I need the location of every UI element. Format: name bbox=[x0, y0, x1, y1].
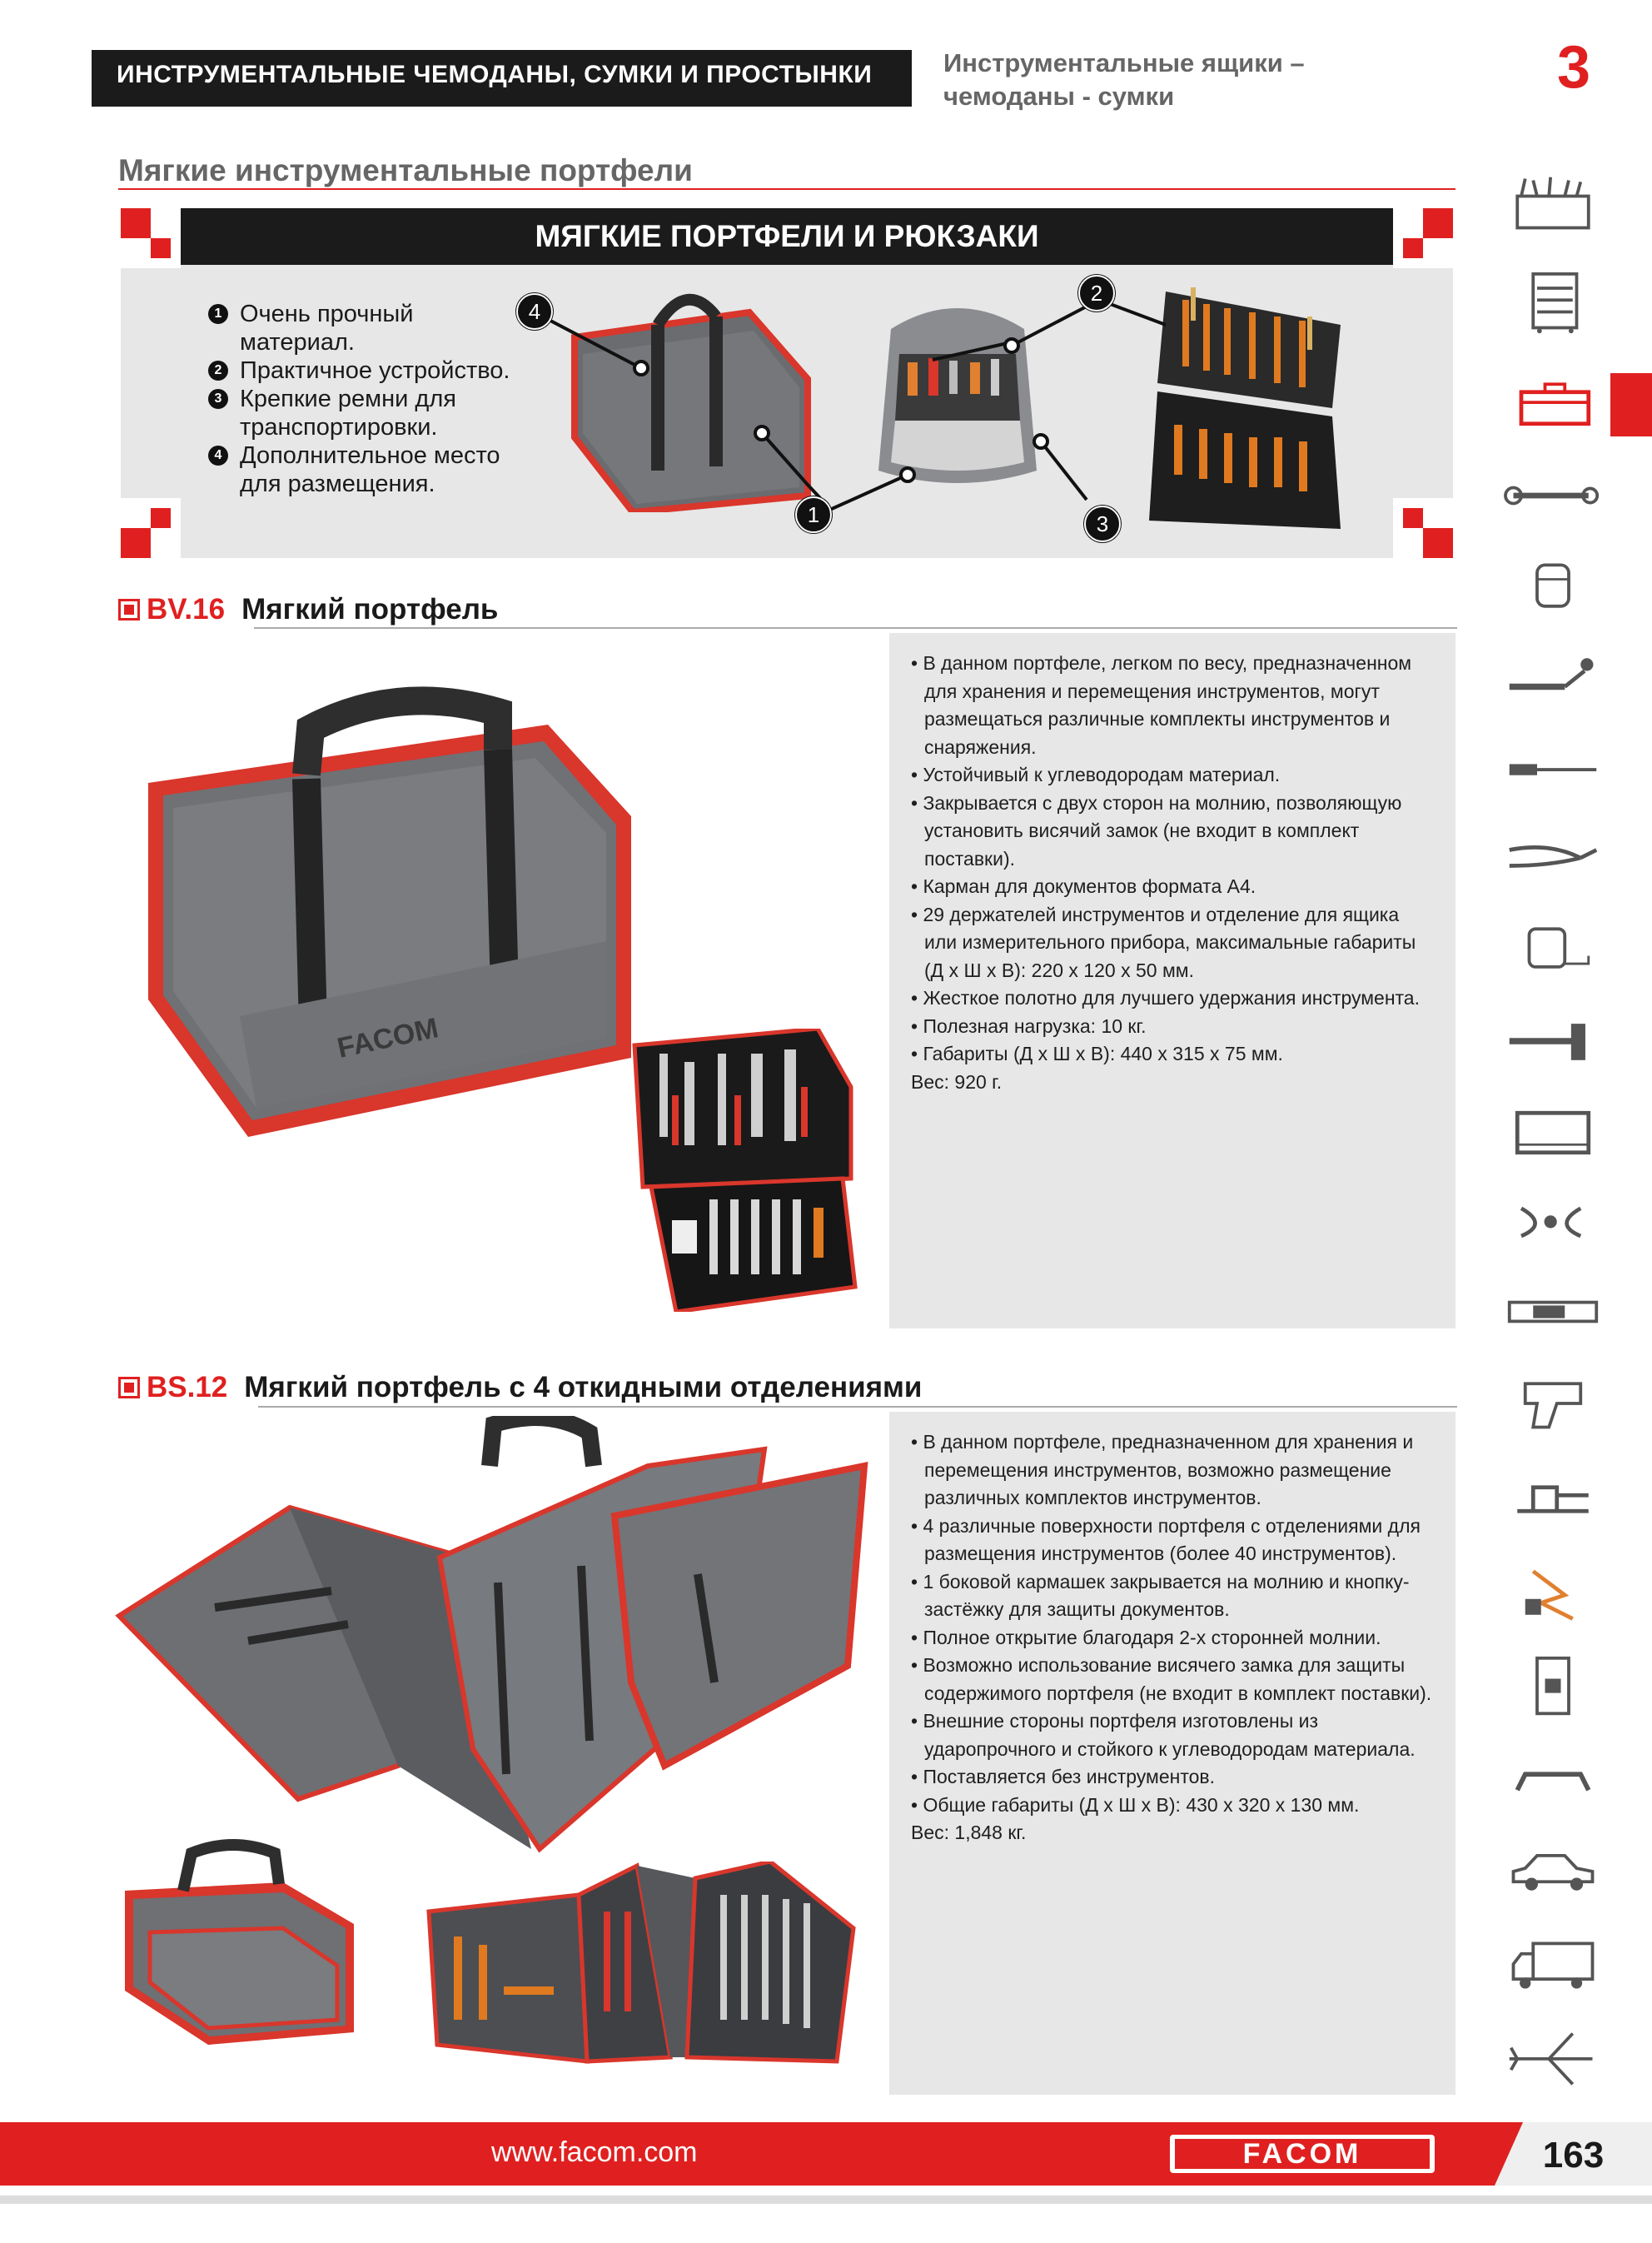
product-marker-icon bbox=[118, 599, 140, 621]
page-number: 163 bbox=[1495, 2122, 1652, 2186]
insulated-tools-icon[interactable] bbox=[1490, 1562, 1615, 1628]
tool-cabinet-icon[interactable] bbox=[1490, 271, 1615, 337]
hammer-icon[interactable] bbox=[1490, 1008, 1615, 1074]
active-category-tab bbox=[1610, 373, 1652, 436]
callout-1: 1 bbox=[795, 496, 832, 533]
socket-icon[interactable] bbox=[1490, 554, 1615, 621]
feature-item: 2 Практичное устройство. bbox=[208, 356, 541, 385]
section-rule bbox=[118, 188, 1455, 190]
panel-corner-mark bbox=[151, 508, 171, 528]
panel-corner-mark bbox=[121, 528, 151, 558]
footer-logo: FACOM bbox=[1170, 2135, 1435, 2173]
product-rule bbox=[258, 1406, 1457, 1408]
torque-tester-icon[interactable] bbox=[1490, 1279, 1615, 1345]
toolbox-icon[interactable] bbox=[1490, 171, 1615, 237]
feature-panel-title: МЯГКИЕ ПОРТФЕЛИ И РЮКЗАКИ bbox=[121, 208, 1453, 265]
bv16-bag-image: FACOM bbox=[115, 666, 639, 1141]
panel-corner-mark bbox=[1403, 508, 1423, 528]
tool-case-icon[interactable] bbox=[1490, 371, 1615, 437]
callout-3: 3 bbox=[1084, 506, 1121, 542]
section-title: Мягкие инструментальные портфели bbox=[118, 153, 693, 187]
product-marker-icon bbox=[118, 1377, 140, 1398]
product-title: Мягкий портфель с 4 откидными отделениям… bbox=[244, 1371, 923, 1403]
header-subtitle: Инструментальные ящики – чемоданы - сумк… bbox=[943, 48, 1305, 111]
callout-2: 2 bbox=[1078, 275, 1115, 312]
pliers-icon[interactable] bbox=[1490, 825, 1615, 891]
impact-gun-icon[interactable] bbox=[1490, 1370, 1615, 1437]
product-code: BS.12 bbox=[147, 1371, 228, 1403]
tape-measure-icon[interactable] bbox=[1490, 916, 1615, 983]
panel-corner-mark bbox=[1423, 528, 1453, 558]
header-bar: ИНСТРУМЕНТАЛЬНЫЕ ЧЕМОДАНЫ, СУМКИ И ПРОСТ… bbox=[92, 50, 912, 107]
panel-corner-mark bbox=[1403, 238, 1423, 258]
wrench-icon[interactable] bbox=[1490, 462, 1615, 529]
bv16-description: В данном портфеле, легком по весу, предн… bbox=[889, 633, 1455, 1328]
product-code: BV.16 bbox=[147, 593, 226, 626]
product-title: Мягкий портфель bbox=[241, 593, 499, 626]
feature-backpack-image bbox=[858, 296, 1057, 496]
product-rule bbox=[254, 627, 1457, 629]
panel-corner-mark bbox=[151, 238, 171, 258]
hacksaw-icon[interactable] bbox=[1490, 1099, 1615, 1166]
electrical-breaker-icon[interactable] bbox=[1490, 1653, 1615, 1720]
callout-4: 4 bbox=[516, 293, 553, 330]
header-title: ИНСТРУМЕНТАЛЬНЫЕ ЧЕМОДАНЫ, СУМКИ И ПРОСТ… bbox=[117, 61, 873, 88]
handle-icon[interactable] bbox=[1490, 1745, 1615, 1812]
bv16-open-bag-image bbox=[626, 1029, 859, 1312]
car-icon[interactable] bbox=[1490, 1837, 1615, 1903]
product-heading: BV.16 Мягкий портфель bbox=[118, 593, 498, 626]
truck-icon[interactable] bbox=[1490, 1932, 1615, 1999]
bs12-closed-bag-image bbox=[117, 1832, 358, 2049]
bs12-description: В данном портфеле, предназначенном для х… bbox=[889, 1412, 1455, 2095]
panel-corner-mark bbox=[1423, 208, 1453, 238]
bs12-open-bag-image bbox=[115, 1416, 881, 1882]
vise-icon[interactable] bbox=[1490, 1466, 1615, 1533]
airplane-icon[interactable] bbox=[1490, 2024, 1615, 2091]
feature-open-case-image bbox=[1141, 283, 1357, 533]
footer-url[interactable]: www.facom.com bbox=[491, 2136, 698, 2168]
callout-lines bbox=[534, 297, 1166, 514]
bs12-tools-bag-image bbox=[420, 1862, 858, 2066]
screwdriver-icon[interactable] bbox=[1490, 737, 1615, 804]
chapter-number: 3 bbox=[1557, 34, 1591, 101]
product-heading: BS.12 Мягкий портфель с 4 откидными отде… bbox=[118, 1371, 922, 1404]
panel-corner-mark bbox=[121, 208, 151, 238]
puller-icon[interactable] bbox=[1490, 1187, 1615, 1254]
ratchet-icon[interactable] bbox=[1490, 645, 1615, 712]
footer-line bbox=[0, 2196, 1652, 2204]
